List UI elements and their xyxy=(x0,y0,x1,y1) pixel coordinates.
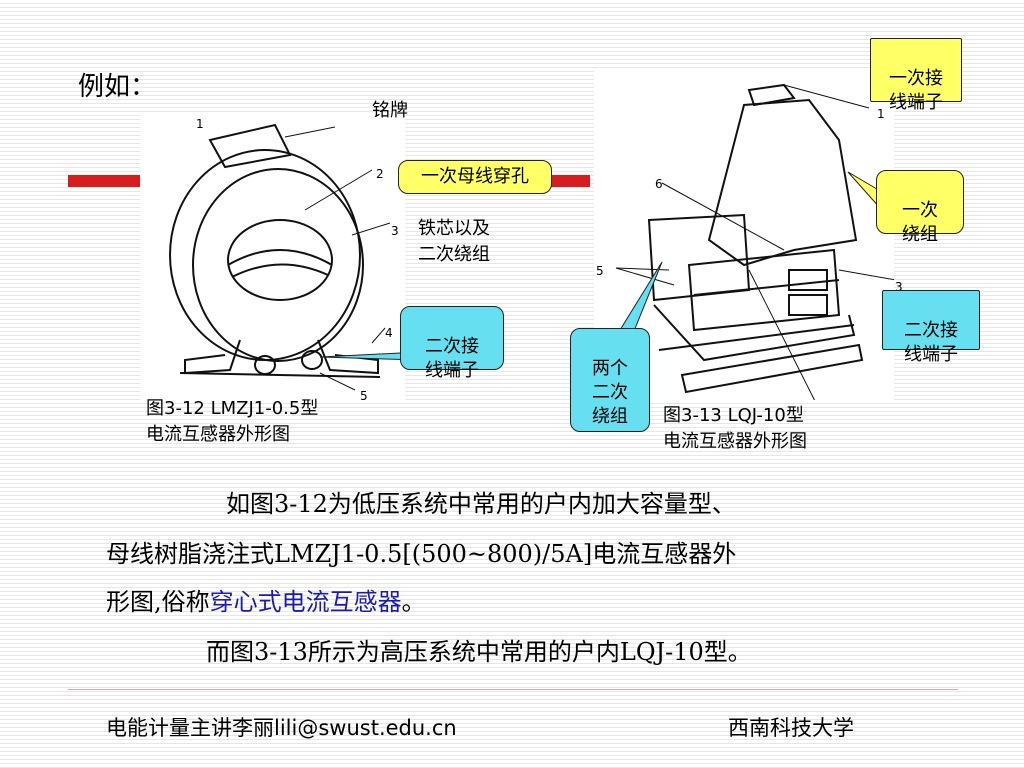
footer-email: lili@swust.edu.cn xyxy=(274,716,457,740)
lqj-part-number-3: 3 xyxy=(895,280,903,294)
part-number-2: 2 xyxy=(376,167,384,181)
figure-lmzj-photo xyxy=(140,115,405,400)
lqj-part-number-1: 1 xyxy=(877,107,885,121)
callout-primary-busbar-hole: 一次母线穿孔 xyxy=(398,160,552,194)
paragraph-line-1: 如图3-12为低压系统中常用的户内加大容量型、 xyxy=(226,490,736,518)
paragraph-line-3-suffix: 。 xyxy=(401,588,426,616)
part-number-1: 1 xyxy=(196,117,204,131)
figure-caption-3-12-line1: 图3-12 LMZJ1-0.5型 xyxy=(146,398,319,419)
paragraph-line-4: 而图3-13所示为高压系统中常用的户内LQJ-10型。 xyxy=(206,638,752,666)
slide-title: 例如： xyxy=(78,72,157,102)
figure-caption-3-13-line1: 图3-13 LQJ-10型 xyxy=(663,405,804,426)
callout-primary-terminal: 一次接 线端子 xyxy=(870,38,962,113)
figure-caption-3-12-line2: 电流互感器外形图 xyxy=(146,424,290,445)
title-accent-bar-left xyxy=(68,175,140,187)
lmzj-transformer-drawing xyxy=(169,123,391,391)
lqj-part-number-6: 6 xyxy=(655,177,663,191)
callout-secondary-terminal-right: 二次接 线端子 xyxy=(882,290,980,365)
callout-primary-winding: 一次 绕组 xyxy=(876,170,964,245)
part-number-4: 4 xyxy=(385,326,393,340)
paragraph-line-3: 形图,俗称穿心式电流互感器。 xyxy=(106,582,966,622)
footer-university: 西南科技大学 xyxy=(728,716,854,740)
lqj-transformer-drawing xyxy=(615,83,897,416)
footer-divider xyxy=(68,689,958,690)
paragraph-line-2: 母线树脂浇注式LMZJ1-0.5[(500~800)/5A]电流互感器外 xyxy=(106,540,737,568)
figure-caption-3-13-line2: 电流互感器外形图 xyxy=(663,431,807,452)
part-number-3: 3 xyxy=(391,224,399,238)
lqj-part-number-5: 5 xyxy=(596,264,604,278)
label-core-secondary: 铁芯以及 二次绕组 xyxy=(418,218,490,265)
label-nameplate: 铭牌 xyxy=(372,100,408,121)
footer-author-name: 电能计量主讲李丽 xyxy=(106,716,274,740)
callout-secondary-terminal-left: 二次接 线端子 xyxy=(400,306,504,381)
highlight-term: 穿心式电流互感器 xyxy=(209,588,402,616)
paragraph-line-3-prefix: 形图,俗称 xyxy=(106,588,210,616)
callout-two-secondary-windings: 两个 二次 绕组 xyxy=(570,328,650,432)
part-number-5: 5 xyxy=(360,389,368,403)
footer-author: 电能计量主讲李丽lili@swust.edu.cn xyxy=(106,712,457,742)
